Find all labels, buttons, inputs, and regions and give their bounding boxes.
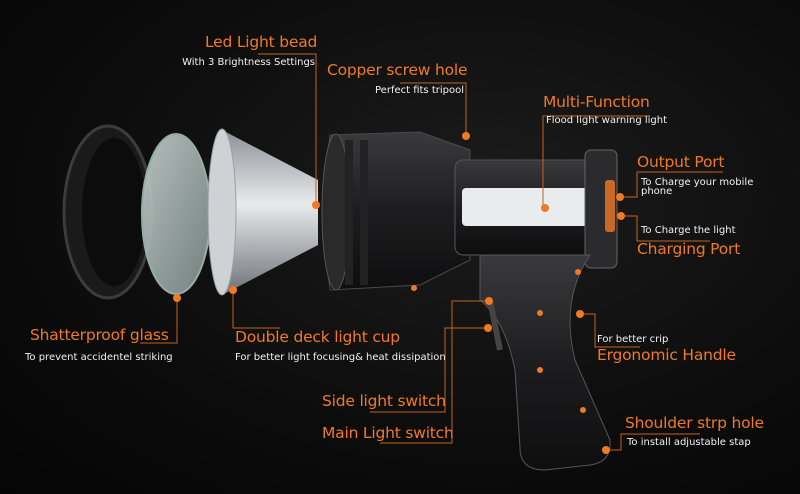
glass-lens	[141, 133, 211, 295]
glass-subtitle: To prevent accidentel striking	[25, 352, 173, 363]
led-title: Led Light bead	[205, 33, 318, 51]
copper-subtitle: Perfect fits tripool	[375, 85, 464, 96]
shoulder-subtitle: To install adjustable stap	[627, 437, 751, 448]
multi-title: Multi-Function	[543, 93, 650, 111]
multi-subtitle: Flood light warning light	[546, 115, 668, 126]
lamp-body	[454, 149, 618, 269]
callout-dots	[173, 132, 625, 454]
shoulder-title: Shoulder strp hole	[625, 414, 764, 432]
output-title: Output Port	[637, 153, 725, 171]
handle-title: Ergonomic Handle	[597, 346, 736, 364]
cup-title: Double deck light cup	[235, 328, 400, 346]
side-switch-title: Side light switch	[322, 392, 446, 410]
main-switch-title: Main Light switch	[322, 424, 454, 442]
lamp-head	[321, 131, 471, 291]
lamp-handle	[479, 254, 611, 471]
leader-lines	[140, 53, 723, 451]
cup-subtitle: For better light focusing& heat dissipat…	[235, 352, 446, 363]
handle-subtitle: For better crip	[597, 334, 669, 345]
reflector-cup	[207, 128, 318, 296]
charging-subtitle: To Charge the light	[641, 225, 736, 236]
copper-title: Copper screw hole	[327, 61, 468, 79]
bezel-ring	[62, 124, 154, 300]
led-subtitle: With 3 Brightness Settings	[182, 57, 315, 68]
output-subtitle: To Charge your mobile phone	[641, 177, 754, 197]
glass-title: Shatterproof glass	[30, 326, 169, 344]
charging-title: Charging Port	[637, 240, 741, 258]
